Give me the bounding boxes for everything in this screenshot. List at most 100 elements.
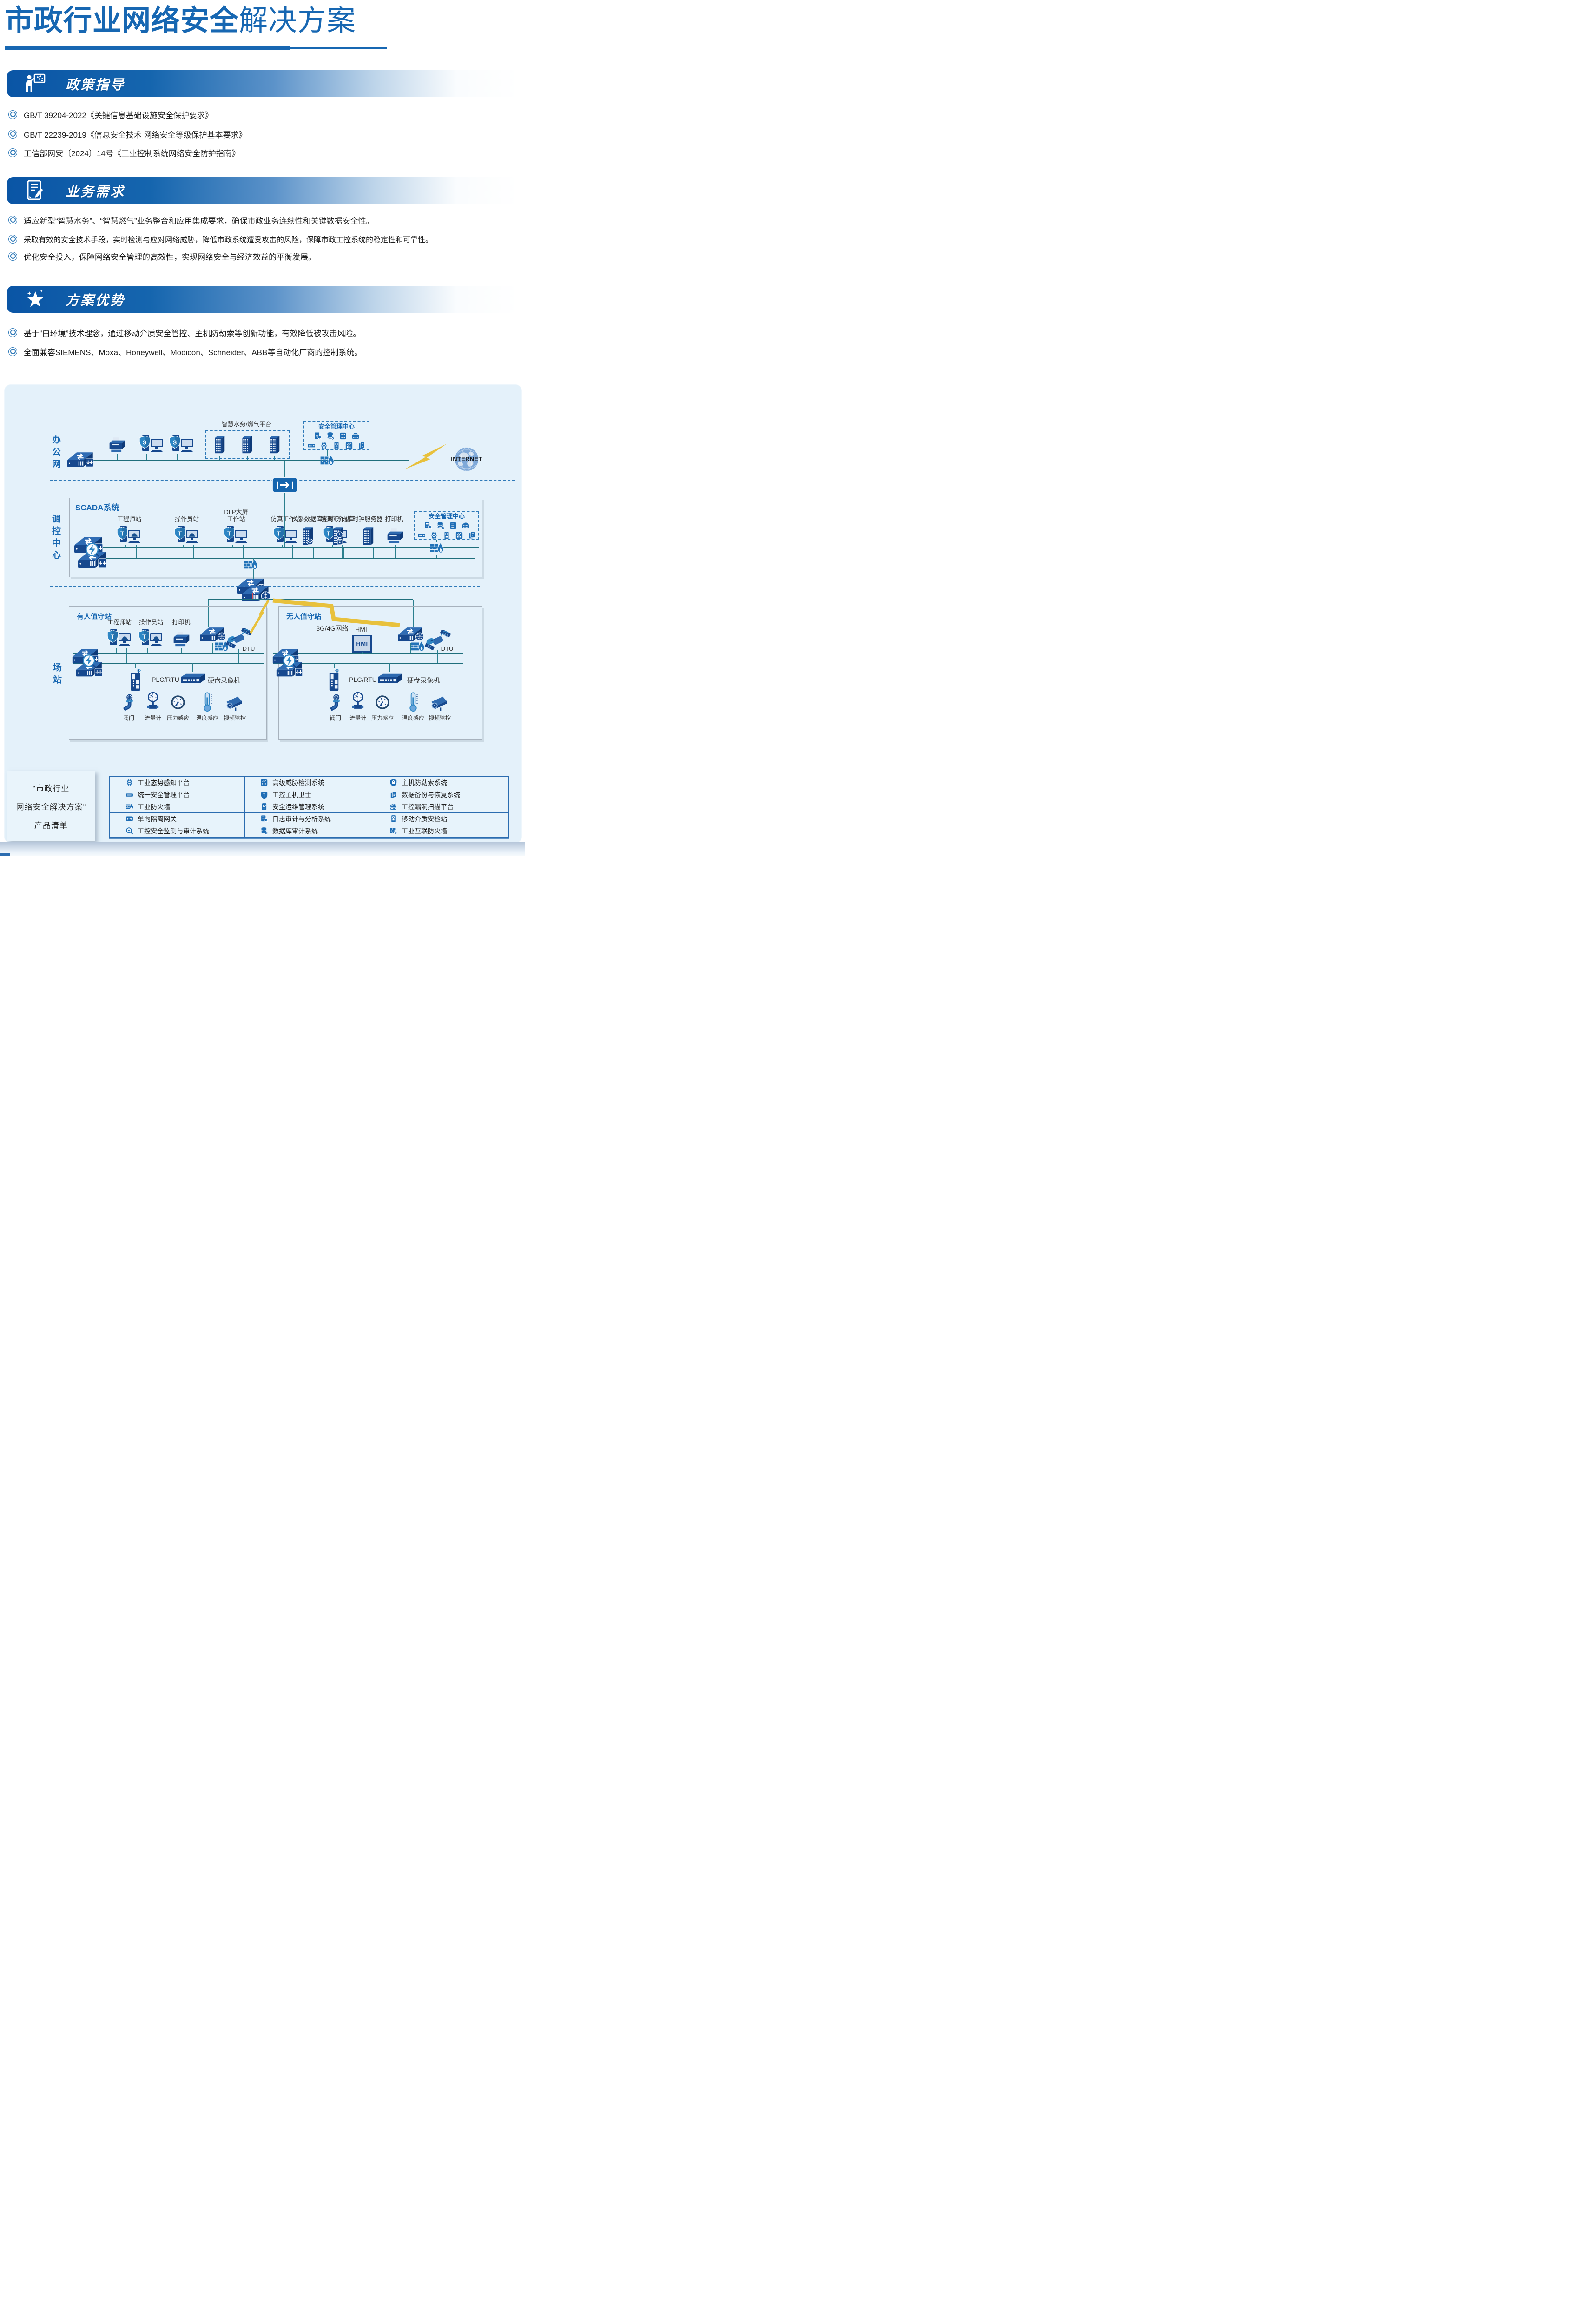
section-banner-advantages: 方案优势: [7, 286, 518, 313]
zone-label-station: 场站: [52, 663, 61, 687]
product-cell: 高级威胁检测系统: [245, 777, 374, 789]
bullet-ring-icon: [8, 251, 17, 261]
product-label: 单向隔离网关: [138, 815, 177, 823]
clock-server-icon: [362, 525, 374, 548]
sensor-label: 压力感应: [371, 715, 394, 721]
connector: [212, 643, 213, 653]
cctv-camera-icon: [224, 694, 245, 711]
server-rack-icon: [268, 434, 280, 456]
log-audit-icon: [314, 432, 322, 440]
connector: [343, 548, 344, 558]
office-smc-label: 安全管理中心: [318, 423, 355, 430]
product-label: 安全运维管理系统: [272, 803, 324, 811]
sensor-label: 流量计: [349, 715, 366, 721]
product-cell: 工业防火墙: [110, 800, 245, 813]
realtime-history-db-icon: [331, 525, 344, 548]
product-cell: 工控安全监测与审计系统: [110, 825, 245, 837]
thermometer-icon: [202, 692, 212, 712]
office-smc-dashed-box: 安全管理中心: [303, 421, 369, 450]
media-check-kiosk-icon: [442, 531, 451, 540]
bullet-text: 适应新型“智慧水务”、“智慧燃气”业务整合和应用集成要求，确保市政业务连续性和关…: [24, 216, 374, 225]
platform-label: 智慧水务/燃气平台: [221, 421, 272, 428]
threat-chart-icon: [455, 531, 463, 540]
unmanned-station-label: 无人值守站: [286, 613, 322, 621]
workstation-label: 工程师站: [117, 515, 141, 522]
internet-lightning-icon: [404, 444, 447, 469]
vuln-scan-icon: [389, 803, 397, 811]
product-cell: 统一安全管理平台: [110, 788, 245, 801]
bullet-text: 采取有效的安全技术手段，实时检测与应对网络威胁，降低市政系统遭受攻击的风险，保障…: [24, 236, 433, 244]
adv-bullet-2: 全面兼容SIEMENS、Moxa、Honeywell、Modicon、Schne…: [8, 345, 515, 357]
one-way-gateway-icon: [125, 815, 133, 823]
bullet-ring-icon: [8, 110, 17, 119]
page-title-light: 解决方案: [239, 5, 356, 37]
situational-awareness-icon: [125, 779, 133, 786]
control-router-icon: [241, 582, 273, 603]
host-guard-shield-icon: [260, 791, 268, 799]
office-printer-icon: [108, 437, 126, 454]
industrial-internet-firewall-icon: [389, 827, 397, 835]
wan-link-line: [252, 593, 253, 600]
sensor-label: 温度感应: [196, 715, 218, 721]
bottom-corner-accent: [0, 853, 10, 856]
zone-label-office: 办公网: [51, 435, 60, 471]
hmi-screen-text: HMI: [356, 640, 368, 647]
connector: [327, 450, 328, 456]
workstation-label: 培训工作站: [320, 515, 351, 522]
manned-plc-rtu-icon: [129, 668, 142, 692]
manned-engineer-ws-icon: [106, 627, 132, 648]
connector: [282, 545, 283, 548]
threat-detection-icon: [260, 779, 268, 786]
connector: [373, 548, 374, 558]
connector: [410, 643, 411, 653]
scada-smc-dashed-box: 安全管理中心: [414, 511, 479, 540]
industrial-firewall-icon: [125, 803, 133, 811]
flow-meter-icon: [146, 692, 159, 712]
smc-icon-row: [307, 442, 366, 450]
db-audit-icon: [260, 827, 268, 835]
connector: [146, 454, 147, 460]
page-title-strong: 市政行业网络安全: [5, 5, 239, 37]
bullet-text: GB/T 22239-2019《信息安全技术 网络安全等级保护基本要求》: [24, 130, 247, 139]
workstation-label: DLP大屏 工作站: [224, 508, 248, 522]
backup-docs-icon: [468, 531, 476, 540]
manned-bus-upper: [73, 653, 264, 654]
connector: [125, 545, 126, 548]
scada-system-box: [69, 498, 482, 577]
product-cell: 数据库审计系统: [245, 825, 374, 837]
office-scada-trunk-line: [284, 461, 285, 548]
office-workstation-shield-s-icon: [169, 433, 195, 454]
plc-label: PLC/RTU: [152, 676, 179, 683]
server-rack-icon: [213, 434, 225, 456]
manned-station-label: 有人值守站: [77, 613, 112, 621]
product-table: 工业态势感知平台 高级威胁检测系统 主机防勒索系统 统一安全管理平台 工控主机卫…: [109, 776, 509, 838]
power-inspect-badge-icon: [282, 654, 297, 668]
workstation-label: 操作员站: [174, 515, 199, 522]
product-cell: 工控主机卫士: [245, 788, 374, 801]
server-label: 打印机: [385, 515, 403, 522]
thermometer-icon: [408, 692, 418, 712]
product-cell: 工控漏洞扫描平台: [374, 800, 508, 813]
product-cell: 数据备份与恢复系统: [374, 788, 508, 801]
server-rack-icon: [339, 432, 347, 440]
sensor-label: 阀门: [123, 715, 134, 721]
zone-label-control-center: 调控中心: [51, 514, 60, 562]
unmanned-plc-rtu-icon: [328, 668, 341, 692]
presenter-board-icon: [25, 73, 46, 94]
unmanned-firewall-icon: [411, 640, 425, 653]
product-label: 工业防火墙: [138, 803, 170, 811]
server-label: 实时/历史库: [321, 515, 354, 522]
internet-label: INTERNET: [451, 456, 482, 462]
bullet-ring-icon: [8, 234, 17, 244]
log-audit-icon: [260, 815, 268, 823]
office-workstation-shield-s-icon: [138, 433, 165, 454]
sensor-label: 阀门: [330, 715, 341, 721]
power-inspect-badge-icon: [85, 542, 100, 558]
workstation-label: 仿真工作站: [270, 515, 301, 522]
connector: [135, 663, 136, 668]
scada-printer-icon: [386, 528, 404, 545]
product-label: 数据库审计系统: [272, 827, 318, 835]
connector: [395, 545, 396, 558]
plc-label: PLC/RTU: [349, 676, 377, 683]
server-rack-icon: [241, 434, 253, 456]
